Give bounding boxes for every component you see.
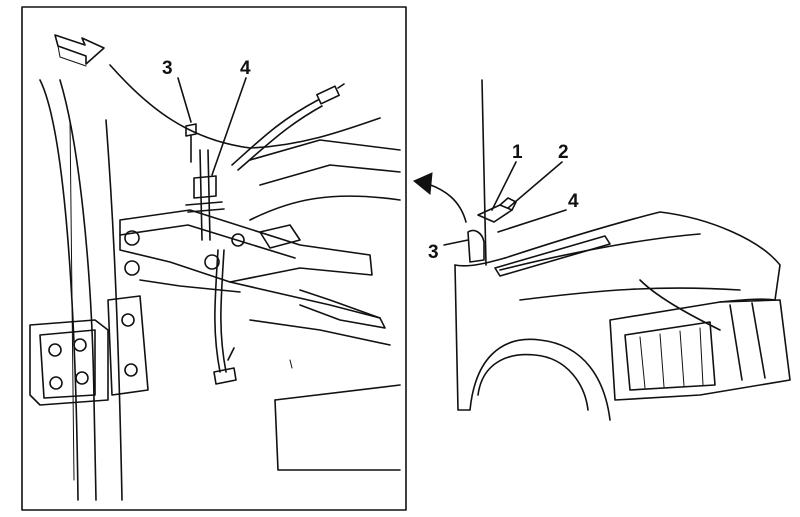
- leader-line-overview-4: [497, 209, 567, 233]
- vehicle-overview: 1 2 3 4: [428, 79, 791, 421]
- overview-callout-3: 3: [428, 242, 439, 263]
- overview-callout-4: 4: [568, 191, 579, 212]
- detail-callout-3: 3: [162, 58, 173, 79]
- leader-line-detail-3: [177, 77, 192, 123]
- leader-line-detail-4: [211, 77, 247, 176]
- lower-wire: [213, 249, 237, 385]
- a-pillar: [481, 79, 487, 266]
- hood-rod: [185, 149, 225, 241]
- cable-connector: [231, 83, 345, 171]
- cowl-strip: [494, 235, 611, 277]
- fender-outline: [454, 264, 611, 421]
- leader-line-overview-1: [491, 161, 517, 211]
- grille-outline: [609, 299, 791, 401]
- detail-panel: 3 4: [21, 6, 407, 511]
- hood-hinge: [119, 209, 381, 319]
- overview-callout-1: 1: [512, 142, 523, 163]
- bolt-3: [185, 123, 197, 163]
- leader-line-overview-3: [443, 239, 469, 246]
- overview-hinge: [467, 229, 485, 263]
- harness-curve: [109, 64, 251, 149]
- detail-frame: [21, 6, 407, 511]
- body-pillar: [39, 79, 123, 501]
- detail-pointer-curved-arrow-icon: [413, 172, 467, 223]
- door-hinge: [29, 295, 149, 406]
- cowl-panel: [249, 139, 401, 471]
- hood-outline: [504, 211, 781, 303]
- leader-line-overview-2: [507, 161, 563, 209]
- overview-callout-2: 2: [558, 142, 569, 163]
- detail-callout-4: 4: [240, 58, 251, 79]
- front-direction-arrow-icon: [54, 34, 105, 67]
